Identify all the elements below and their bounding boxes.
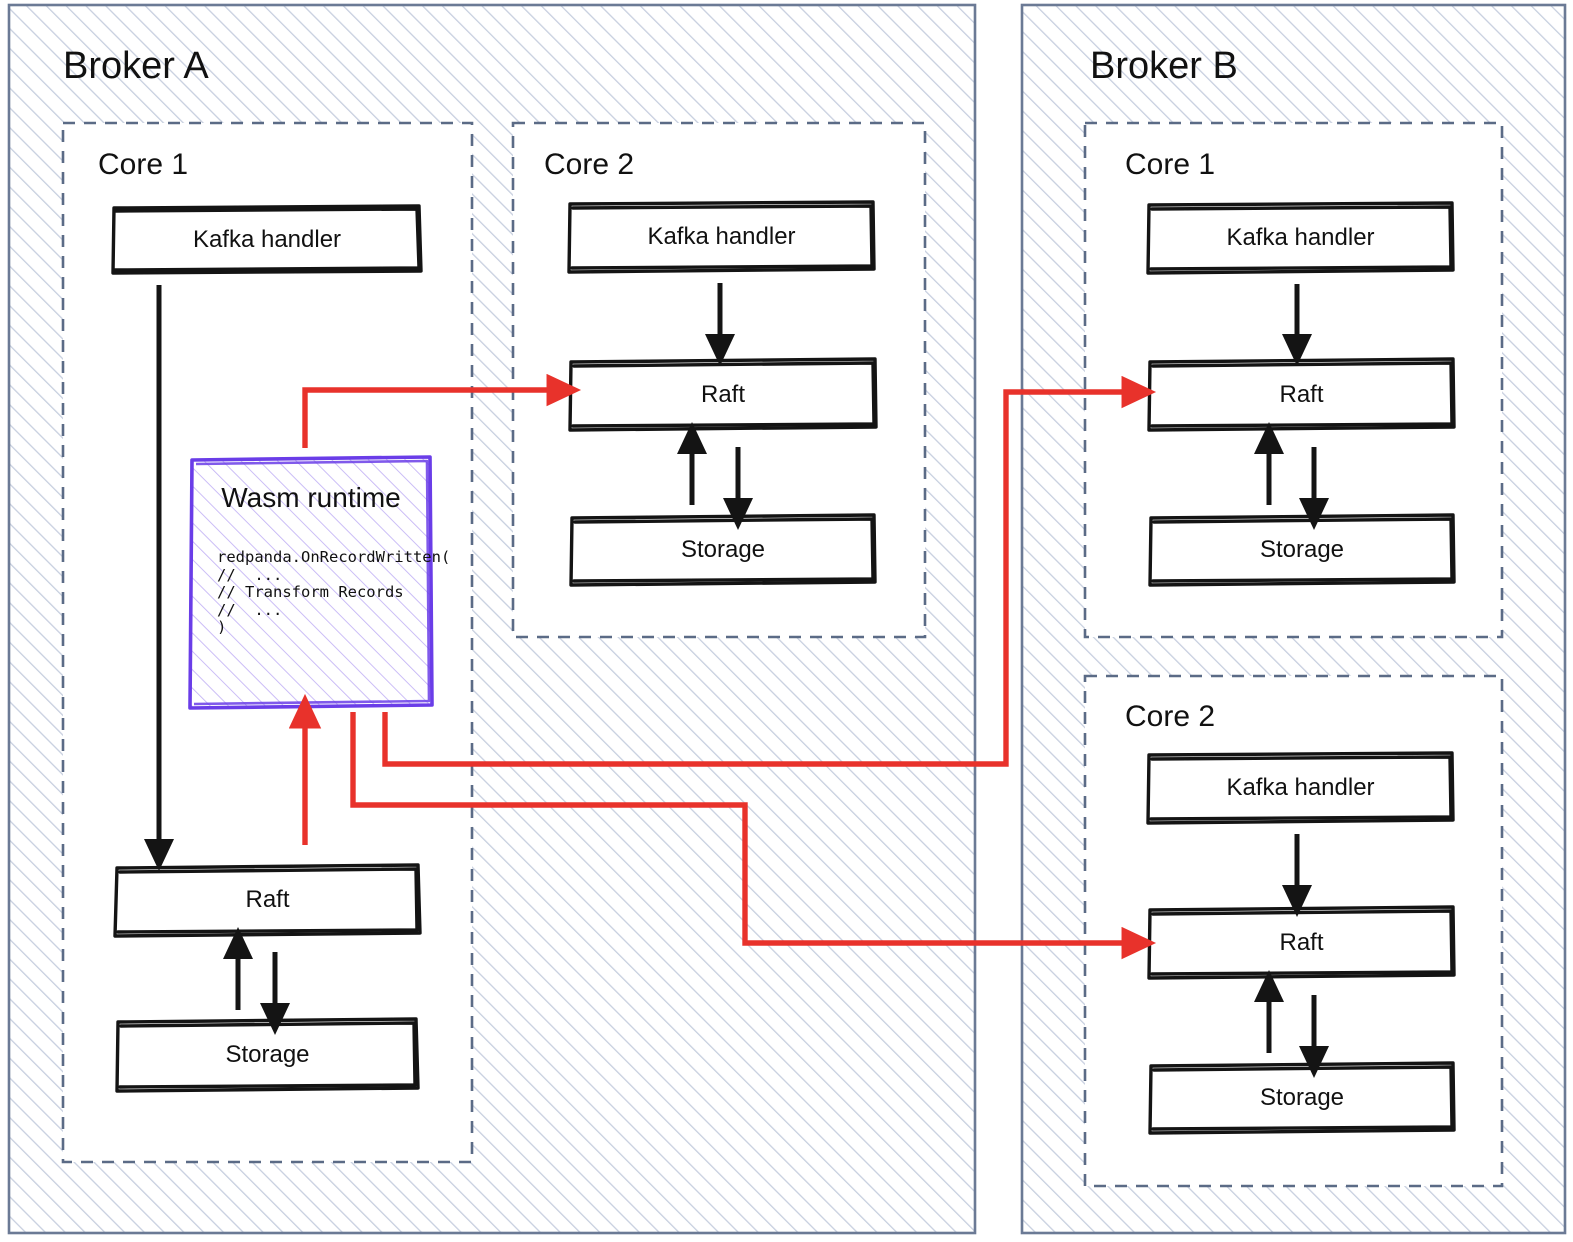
box-a-core-1-kafka-handler[interactable]: Kafka handler xyxy=(113,206,421,273)
box-label: Kafka handler xyxy=(192,225,342,253)
box-a-core-2-storage[interactable]: Storage xyxy=(571,516,875,584)
box-a-core-1-raft[interactable]: Raft xyxy=(115,866,420,934)
box-label: Storage xyxy=(680,536,766,563)
box-label: Raft xyxy=(1279,380,1324,408)
box-b-core-1-storage[interactable]: Storage xyxy=(1150,516,1454,584)
broker-b-title: Broker B xyxy=(1090,45,1238,87)
wasm-runtime-code: redpanda.OnRecordWritten( // ... // Tran… xyxy=(217,548,451,636)
box-a-core-2-kafka-handler[interactable]: Kafka handler xyxy=(569,203,874,271)
box-b-core-1-kafka-handler[interactable]: Kafka handler xyxy=(1148,204,1453,272)
sketch-rect-b2-kafka xyxy=(1146,751,1455,825)
box-b-core-1-raft[interactable]: Raft xyxy=(1149,360,1454,429)
broker-a-title: Broker A xyxy=(63,45,209,87)
box-label: Kafka handler xyxy=(1226,774,1375,801)
red-path-wasm-to-a2-raft xyxy=(302,373,582,448)
sketch-rect-a1-kafka xyxy=(111,204,423,275)
box-label: Raft xyxy=(1279,928,1324,956)
box-a-core-2-raft[interactable]: Raft xyxy=(570,360,876,429)
core-title-b-core-2: Core 2 xyxy=(1125,700,1216,733)
box-label: Storage xyxy=(225,1040,310,1068)
box-label: Kafka handler xyxy=(647,223,796,250)
box-label: Kafka handler xyxy=(1226,224,1375,251)
red-path-wasm-to-b1-raft xyxy=(382,375,1157,767)
box-label: Storage xyxy=(1259,1084,1345,1111)
box-b-core-2-raft[interactable]: Raft xyxy=(1149,908,1454,977)
box-label: Raft xyxy=(245,886,290,913)
wasm-runtime-title: Wasm runtime xyxy=(221,482,401,513)
box-a-core-1-storage[interactable]: Storage xyxy=(117,1020,418,1089)
core-title-a-core-2: Core 2 xyxy=(544,148,635,181)
box-b-core-2-kafka-handler[interactable]: Kafka handler xyxy=(1148,754,1453,822)
sketch-rect-b1-kafka xyxy=(1146,201,1455,275)
core-title-b-core-1: Core 1 xyxy=(1125,148,1216,181)
sketch-rect-a1-raft xyxy=(113,863,422,938)
box-label: Storage xyxy=(1259,536,1345,563)
box-b-core-2-storage[interactable]: Storage xyxy=(1150,1064,1454,1132)
red-path-wasm-to-b2-raft xyxy=(350,712,1157,960)
sketch-rect-a2-kafka xyxy=(567,200,876,274)
core-title-a-core-1: Core 1 xyxy=(98,148,189,181)
box-label: Raft xyxy=(700,380,745,408)
